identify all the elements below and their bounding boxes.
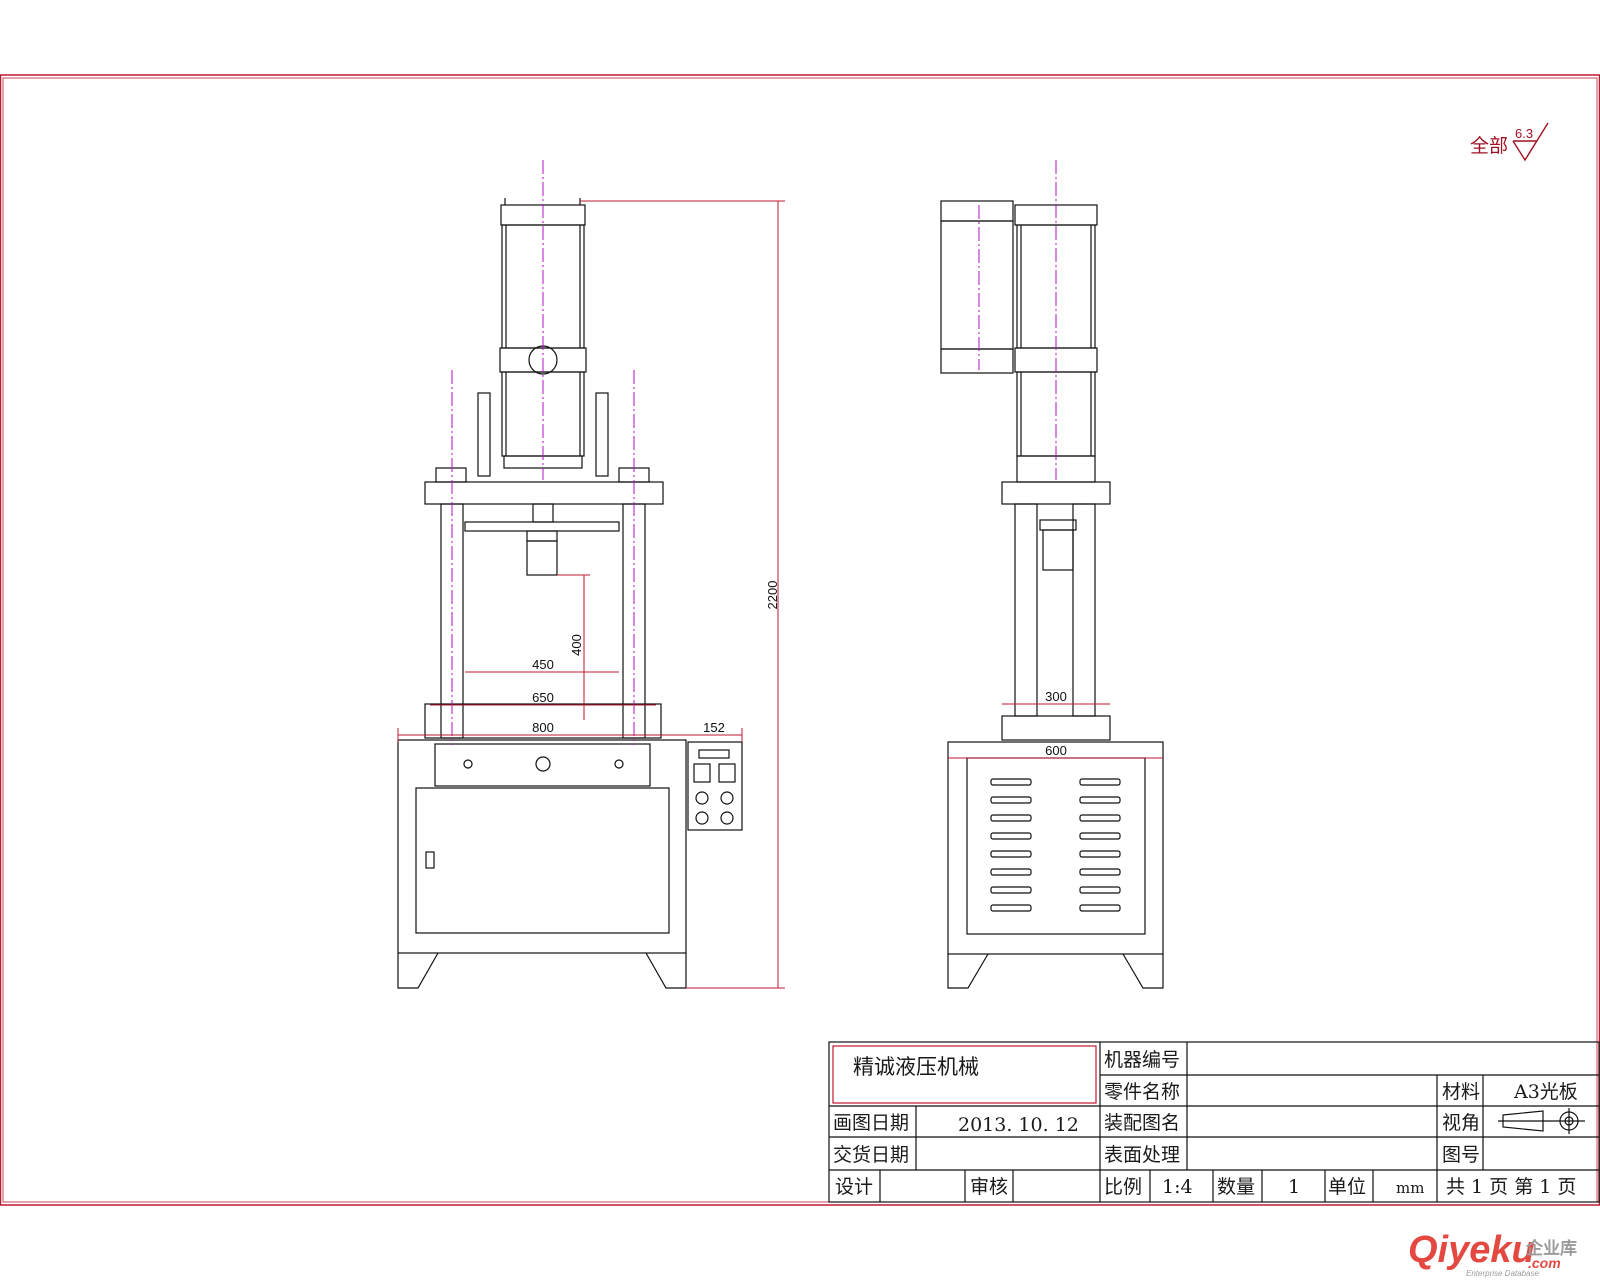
moving-platen bbox=[464, 521, 620, 532]
watermark-logo: Qiyeku 企业库 .com Enterprise Database bbox=[1408, 1229, 1577, 1278]
dim-base-width: 800 bbox=[532, 720, 554, 735]
valve-block bbox=[940, 220, 1014, 350]
scale-label: 比例 bbox=[1104, 1176, 1142, 1198]
drawing-date-label: 画图日期 bbox=[833, 1112, 909, 1134]
side-base-cabinet bbox=[947, 741, 1164, 955]
front-view bbox=[397, 198, 743, 989]
vent-slots bbox=[990, 778, 1121, 912]
company-name: 精诚液压机械 bbox=[853, 1055, 979, 1079]
valve-block-top bbox=[940, 200, 1014, 222]
material-label: 材料 bbox=[1442, 1081, 1480, 1103]
front-centerlines bbox=[451, 160, 635, 745]
front-control-panel bbox=[434, 743, 651, 787]
dim-side-base-width: 600 bbox=[1045, 743, 1067, 758]
view-label: 视角 bbox=[1442, 1112, 1480, 1134]
material-value: A3光板 bbox=[1513, 1081, 1578, 1103]
surface-label: 表面处理 bbox=[1104, 1144, 1180, 1166]
press-head bbox=[526, 540, 558, 576]
dim-side-column-span: 300 bbox=[1045, 689, 1067, 704]
roughness-value: 6.3 bbox=[1515, 126, 1533, 141]
dim-inner-width: 450 bbox=[532, 657, 554, 672]
watermark-domain: .com bbox=[1528, 1255, 1561, 1271]
unit-label: 单位 bbox=[1328, 1176, 1366, 1198]
dimension-text: 2200 400 450 650 800 152 300 600 bbox=[532, 581, 1067, 758]
base-cabinet bbox=[397, 739, 687, 954]
dimension-lines bbox=[397, 200, 1163, 989]
side-column bbox=[1014, 503, 1038, 717]
quantity-label: 数量 bbox=[1217, 1176, 1255, 1198]
sheet-frame bbox=[0, 74, 1600, 1206]
machine-no-label: 机器编号 bbox=[1104, 1049, 1180, 1071]
work-table bbox=[424, 703, 662, 739]
scale-value: 1:4 bbox=[1162, 1176, 1193, 1198]
nut-left bbox=[435, 467, 467, 483]
part-name-label: 零件名称 bbox=[1104, 1081, 1180, 1103]
review-label: 审核 bbox=[970, 1176, 1008, 1198]
roughness-label: 全部 bbox=[1470, 135, 1508, 157]
projection-symbol-icon bbox=[1498, 1108, 1585, 1134]
drawing-no-label: 图号 bbox=[1442, 1144, 1480, 1166]
cabinet-door bbox=[415, 787, 670, 934]
design-label: 设计 bbox=[835, 1176, 873, 1198]
leg-left bbox=[397, 952, 439, 989]
page-count: 共 1 页 第 1 页 bbox=[1446, 1176, 1576, 1198]
delivery-label: 交货日期 bbox=[833, 1144, 909, 1166]
unit-value: mm bbox=[1396, 1179, 1424, 1197]
dim-column-span: 650 bbox=[532, 690, 554, 705]
title-block: 精诚液压机械 机器编号 零件名称 材料 A3光板 画图日期 2013. 10. … bbox=[828, 1041, 1600, 1203]
door-latch-icon bbox=[425, 851, 435, 869]
guide-rod-left bbox=[477, 392, 491, 477]
watermark-cn: 企业库 bbox=[1525, 1238, 1577, 1258]
dim-stroke: 400 bbox=[569, 634, 584, 656]
roughness-symbol-icon bbox=[1512, 122, 1549, 162]
assembly-label: 装配图名 bbox=[1104, 1112, 1180, 1134]
dim-control-box-width: 152 bbox=[703, 720, 725, 735]
side-view bbox=[940, 200, 1164, 989]
dim-overall-height: 2200 bbox=[765, 581, 780, 610]
leg-right bbox=[645, 952, 687, 989]
watermark-tagline: Enterprise Database bbox=[1466, 1269, 1539, 1278]
upper-crown-plate bbox=[424, 481, 664, 505]
guide-rod-right bbox=[595, 392, 609, 477]
side-centerlines bbox=[978, 160, 1057, 480]
surface-roughness-note: 全部 6.3 bbox=[1470, 122, 1549, 162]
watermark-brand: Qiyeku bbox=[1408, 1229, 1535, 1271]
electric-control-box bbox=[687, 741, 743, 831]
quantity-value: 1 bbox=[1288, 1176, 1300, 1198]
drawing-date-value: 2013. 10. 12 bbox=[958, 1114, 1079, 1136]
